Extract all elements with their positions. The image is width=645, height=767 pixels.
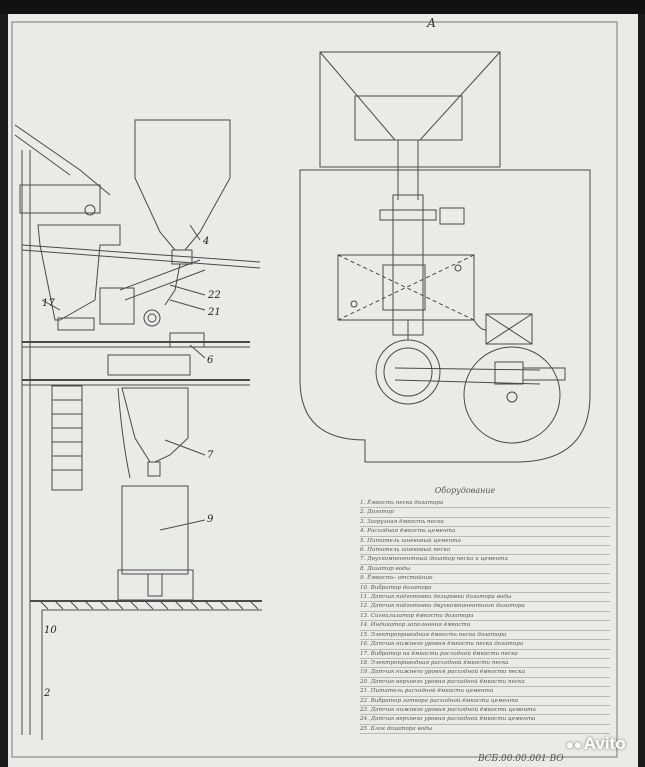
legend-item: 7. Двухкомпонентный дозатор песка и цеме… [360, 555, 610, 565]
callout-7: 7 [207, 450, 214, 461]
legend-item: 2. Дозатор [360, 508, 610, 518]
legend-item: 23. Датчик нижнего уровня расходной ёмко… [360, 706, 610, 716]
view-label: А [427, 16, 437, 30]
equipment-legend: Оборудование 1. Ёмкость песка дозатора 2… [360, 486, 610, 735]
legend-item: 15. Электроприводная ёмкость песка дозат… [360, 631, 610, 641]
callout-4: 4 [203, 236, 210, 247]
legend-item: 11. Датчик подготовки дозировки дозатора… [360, 593, 610, 603]
legend-item: 16. Датчик нижнего уровня ёмкости песка … [360, 640, 610, 650]
callout-22: 22 [208, 290, 221, 301]
legend-item: 25. Блок дозатора воды [360, 725, 610, 735]
avito-logo-icon: ●● [566, 737, 582, 752]
callout-10: 10 [44, 625, 57, 636]
drawing-sheet [8, 14, 638, 767]
legend-item: 10. Вибратор дозатора [360, 584, 610, 594]
avito-watermark: ●●Avito [566, 734, 626, 754]
legend-item: 19. Датчик нижнего уровня расходной ёмко… [360, 668, 610, 678]
legend-item: 9. Ёмкость- отстойник [360, 574, 610, 584]
callout-21: 21 [208, 307, 221, 318]
screen-top-bezel [0, 0, 645, 14]
document-number: ВСБ.00.00.001 ВО [478, 754, 564, 764]
legend-item: 24. Датчик верхнего уровня расходной ёмк… [360, 715, 610, 725]
legend-item: 1. Ёмкость песка дозатора [360, 499, 610, 509]
left-elevation-view [14, 119, 262, 740]
legend-item: 21. Питатель расходной ёмкости цемента [360, 687, 610, 697]
legend-item: 13. Сигнализатор ёмкости дозатора [360, 612, 610, 622]
legend-item: 6. Питатель шнековый песка [360, 546, 610, 556]
legend-title: Оборудование [434, 486, 496, 495]
legend-item: 12. Датчик подготовки двухкомпонентного … [360, 602, 610, 612]
legend-item: 14. Индикатор заполнения ёмкости [360, 621, 610, 631]
callout-2: 2 [44, 688, 51, 699]
callout-9: 9 [207, 514, 214, 525]
legend-item: 3. Загрузная ёмкость песка [360, 518, 610, 528]
legend-item: 8. Дозатор воды [360, 565, 610, 575]
legend-item: 20. Датчик верхнего уровня расходной ёмк… [360, 678, 610, 688]
callout-6: 6 [207, 355, 214, 366]
sheet-frame [11, 21, 618, 758]
legend-item: 5. Питатель шнековый цемента [360, 537, 610, 547]
legend-item: 22. Вибратор затвора расходной ёмкости ц… [360, 697, 610, 706]
avito-brand-text: Avito [583, 734, 626, 753]
legend-item: 18. Электроприводная расходной ёмкости п… [360, 659, 610, 669]
legend-item: 4. Расходная ёмкость цемента [360, 527, 610, 537]
legend-item: 17. Вибратор на ёмкости расходной ёмкост… [360, 650, 610, 659]
right-plan-view [299, 51, 591, 463]
callout-17: 17 [42, 298, 55, 309]
